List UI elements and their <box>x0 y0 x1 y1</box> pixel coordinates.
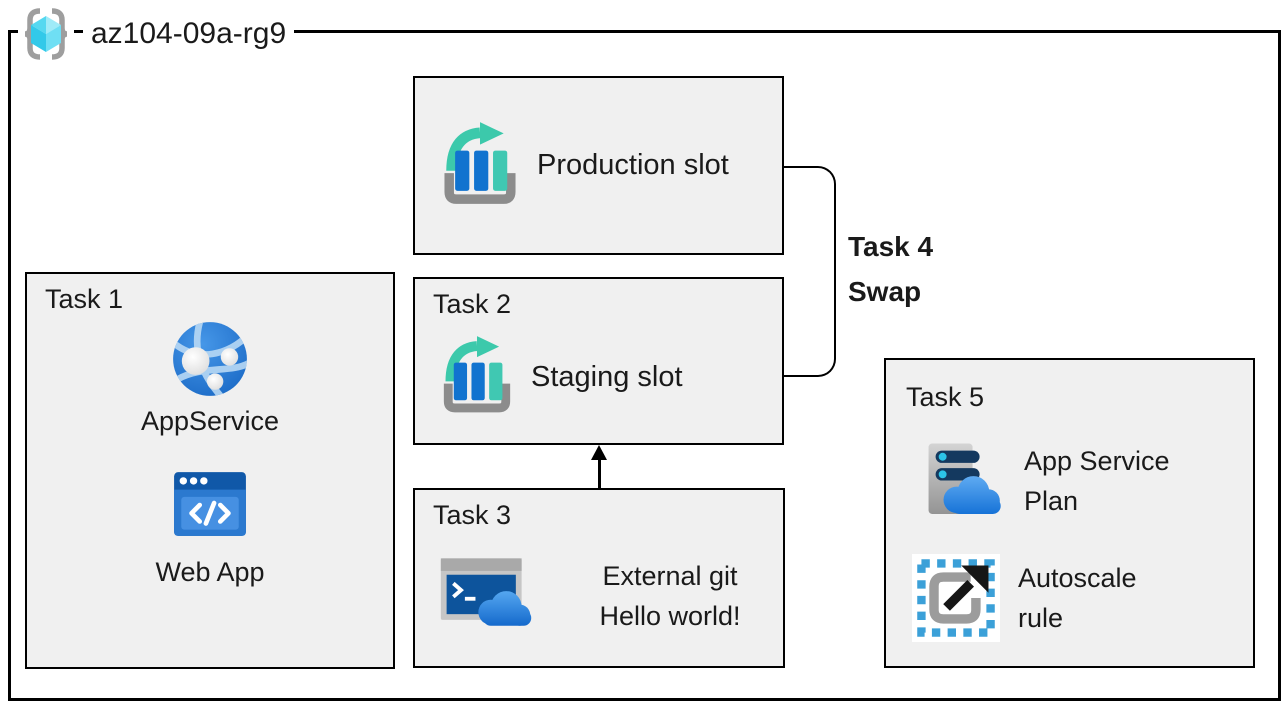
task5-box: Task 5 <box>884 358 1255 668</box>
autoscale-rule-label: Autoscale rule <box>1018 563 1137 633</box>
resource-group-label: az104-09a-rg9 <box>18 6 295 62</box>
resource-group-name: az104-09a-rg9 <box>83 9 295 59</box>
task3-text: External git Hello world! <box>565 556 775 636</box>
resource-group-icon <box>18 6 74 62</box>
autoscale-icon <box>912 554 1000 642</box>
cloud-shell-icon <box>437 554 537 632</box>
task4-label: Task 4 Swap <box>848 224 933 314</box>
task1-title: Task 1 <box>45 284 124 314</box>
task3-title: Task 3 <box>433 500 512 530</box>
production-slot-box: Production slot <box>413 76 784 255</box>
deployment-slot-icon <box>435 121 525 211</box>
production-slot-label: Production slot <box>537 149 729 181</box>
app-service-label: AppService <box>140 406 280 436</box>
task4-title: Task 4 <box>848 231 934 262</box>
swap-label: Swap <box>848 276 922 307</box>
web-app-label: Web App <box>155 557 265 587</box>
deploy-arrow <box>598 455 601 488</box>
task2-box: Task 2 Staging slot <box>413 277 784 445</box>
external-git-label: External git <box>602 561 738 591</box>
deploy-arrow-head-icon <box>591 445 607 460</box>
staging-slot-label: Staging slot <box>531 360 683 393</box>
hello-world-label: Hello world! <box>599 601 741 631</box>
app-service-icon <box>169 318 251 400</box>
task1-box: Task 1 <box>25 272 395 669</box>
deployment-slot-icon <box>435 335 519 419</box>
app-service-plan-label: App Service Plan <box>1024 445 1170 516</box>
task3-box: Task 3 <box>413 488 785 668</box>
task2-title: Task 2 <box>433 289 512 319</box>
swap-connector <box>784 166 836 377</box>
web-app-icon <box>171 465 249 543</box>
task5-title: Task 5 <box>906 382 985 412</box>
resource-group-boundary <box>8 30 1281 701</box>
app-service-plan-icon <box>918 440 1006 521</box>
